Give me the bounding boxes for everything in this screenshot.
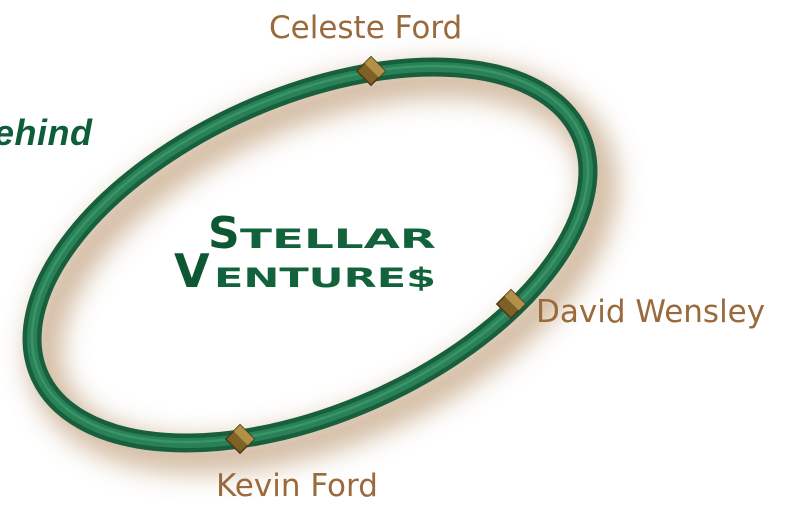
diamond-marker-top [355,55,387,87]
logo-initial-v: V [174,244,210,298]
diamond-marker-right [495,288,527,320]
stellar-ventures-logo: S TELLAR V ENTURE$ [174,208,436,298]
logo-word-entures: ENTURE$ [214,263,436,294]
diamond-marker-bottom [224,423,256,455]
logo-backdrop [170,205,460,305]
person-label-kevin-ford: Kevin Ford [216,468,378,504]
person-label-celeste-ford: Celeste Ford [269,10,463,46]
logo-initial-s: S [208,208,240,259]
logo-word-tellar: TELLAR [240,224,436,255]
heading-fragment: ehind [0,112,93,153]
person-label-david-wensley: David Wensley [536,294,766,330]
green-ring [22,57,598,453]
